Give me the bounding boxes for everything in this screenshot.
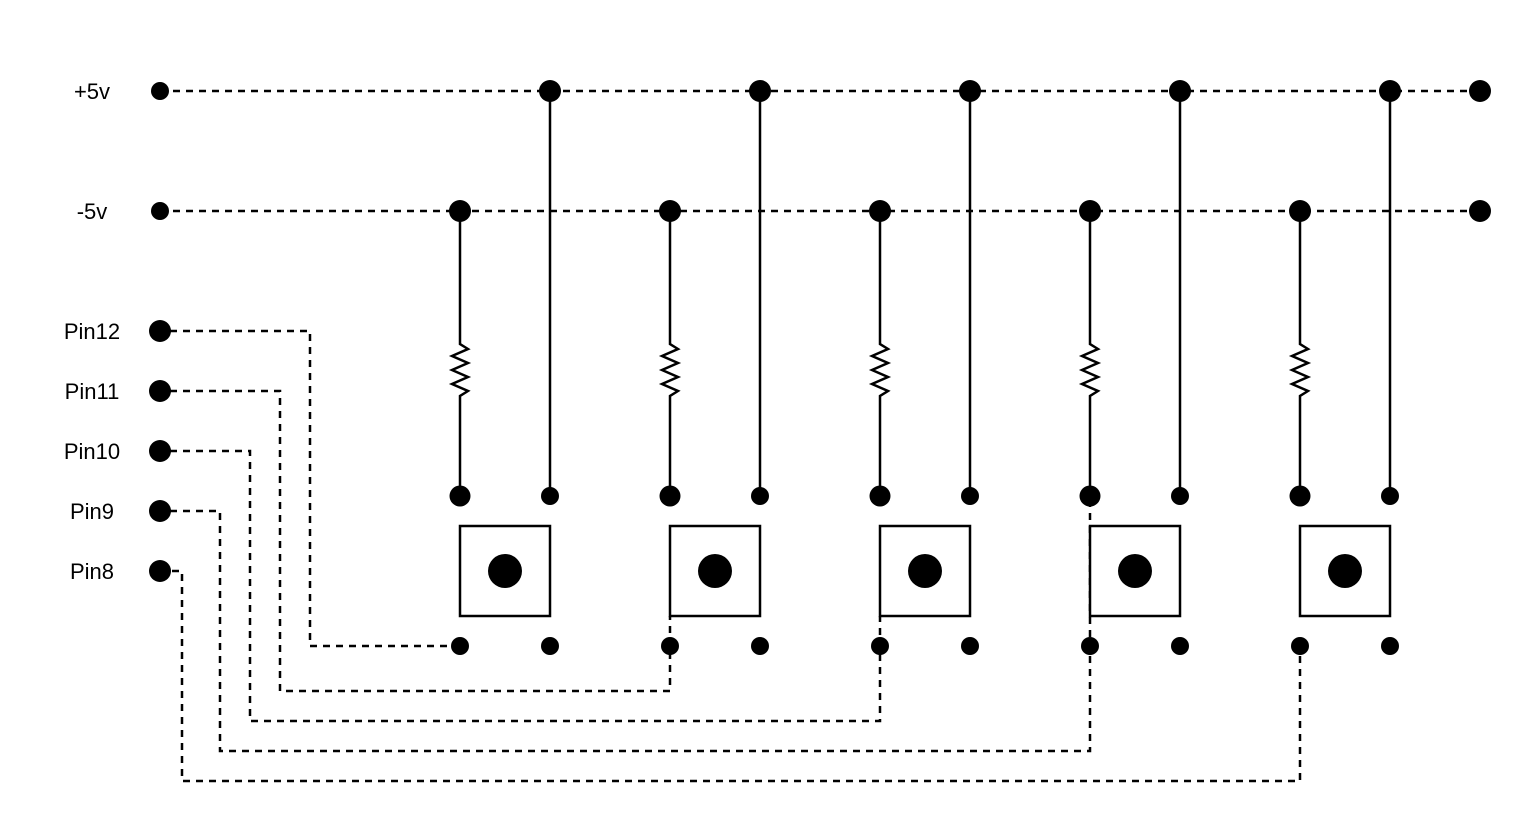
pin11-wire: [170, 389, 672, 693]
rail-label-minus5v: -5v: [77, 199, 108, 224]
plus5v-junction-2: [749, 80, 771, 102]
minus5v-junction-3: [869, 200, 891, 222]
button-units: [448, 80, 1401, 655]
pin-label-pin10: Pin10: [64, 439, 120, 464]
minus5v-junction-5: [1289, 200, 1311, 222]
button-terminal-bottom-right-3: [961, 637, 979, 655]
pin12-node: [149, 320, 171, 342]
button-terminal-bottom-left-5: [1291, 637, 1309, 655]
button-terminal-top-right-4: [1171, 487, 1189, 505]
button-terminal-top-right-5: [1381, 487, 1399, 505]
minus5v-junction-2: [659, 200, 681, 222]
pin-label-pin11: Pin11: [65, 379, 120, 404]
plus5v-junction-1: [539, 80, 561, 102]
button-terminal-top-left-1: [449, 485, 471, 507]
zigzag-resistor-icon: [868, 332, 892, 406]
button-terminal-bottom-right-5: [1381, 637, 1399, 655]
push-button-cap-2: [698, 554, 732, 588]
zigzag-resistor-icon: [448, 332, 472, 406]
push-button-cap-3: [908, 554, 942, 588]
button-terminal-top-left-4: [1079, 485, 1101, 507]
plus5v-junction-3: [959, 80, 981, 102]
pin-label-pin12: Pin12: [64, 319, 120, 344]
minus5v-rail-end-node: [1469, 200, 1491, 222]
button-terminal-bottom-right-4: [1171, 637, 1189, 655]
button-terminal-bottom-left-3: [871, 637, 889, 655]
button-terminal-bottom-left-1: [451, 637, 469, 655]
pin8-node: [149, 560, 171, 582]
plus5v-rail-end-node: [1469, 80, 1491, 102]
push-button-cap-4: [1118, 554, 1152, 588]
zigzag-resistor-icon: [1288, 332, 1312, 406]
minus5v-junction-4: [1079, 200, 1101, 222]
pin11-node: [149, 380, 171, 402]
zigzag-resistor-icon: [1078, 332, 1102, 406]
pin10-node: [149, 440, 171, 462]
zigzag-resistor-icon: [658, 332, 682, 406]
plus5v-rail-start-node: [151, 82, 169, 100]
button-terminal-top-left-5: [1289, 485, 1311, 507]
push-button-cap-1: [488, 554, 522, 588]
pin-label-pin9: Pin9: [70, 499, 114, 524]
minus5v-junction-1: [449, 200, 471, 222]
pin9-node: [149, 500, 171, 522]
button-terminal-top-left-3: [869, 485, 891, 507]
minus5v-rail-start-node: [151, 202, 169, 220]
button-terminal-bottom-right-1: [541, 637, 559, 655]
button-terminal-top-right-1: [541, 487, 559, 505]
pin8-wire: [172, 569, 1302, 783]
button-terminal-top-right-3: [961, 487, 979, 505]
pin10-wire: [170, 449, 882, 723]
button-terminal-bottom-left-4: [1081, 637, 1099, 655]
pin-label-pin8: Pin8: [70, 559, 114, 584]
rail-label-plus5v: +5v: [74, 79, 110, 104]
pin9-wire: [170, 505, 1092, 753]
plus5v-junction-5: [1379, 80, 1401, 102]
button-terminal-bottom-left-2: [661, 637, 679, 655]
button-terminal-bottom-right-2: [751, 637, 769, 655]
push-button-cap-5: [1328, 554, 1362, 588]
button-terminal-top-right-2: [751, 487, 769, 505]
button-terminal-top-left-2: [659, 485, 681, 507]
pin12-wire: [170, 329, 452, 648]
plus5v-junction-4: [1169, 80, 1191, 102]
